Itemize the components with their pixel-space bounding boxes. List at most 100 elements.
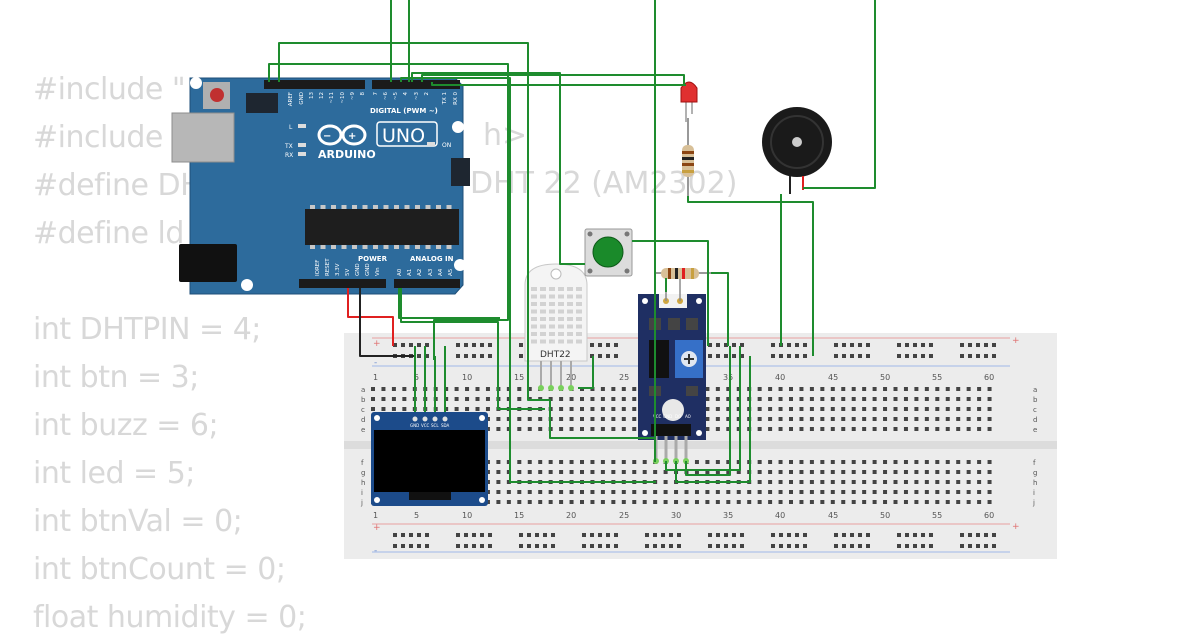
arduino-uno[interactable]: − + UNO ARDUINO DIGITAL (PWM ~) POWER AN…: [171, 77, 470, 295]
pin-label: ~11: [329, 92, 335, 104]
breadboard-hole: [799, 500, 804, 504]
rail-hole: [834, 533, 838, 537]
breadboard-hole: [569, 417, 574, 421]
rail-hole: [795, 343, 799, 347]
chip-pin: [446, 205, 452, 209]
breadboard-hole: [674, 500, 679, 504]
breadboard-hole: [506, 490, 511, 494]
dht22-vent: [576, 294, 582, 299]
breadboard-hole: [496, 470, 501, 474]
chip-pin: [383, 205, 389, 209]
wire: [687, 196, 814, 356]
rail-hole: [472, 354, 476, 358]
breadboard-hole: [736, 427, 741, 431]
breadboard-hole: [841, 387, 846, 391]
breadboard-hole: [684, 500, 689, 504]
breadboard-hole: [966, 407, 971, 411]
resistor-band: [682, 151, 694, 154]
breadboard-hole: [768, 490, 773, 494]
rail-hole: [858, 533, 862, 537]
breadboard-hole: [924, 460, 929, 464]
dht22-vent: [558, 309, 564, 314]
dht22-vent: [549, 324, 555, 329]
wire-5v: [347, 288, 394, 346]
wire: [632, 240, 709, 346]
code-line: int DHTPIN = 4;: [33, 312, 261, 347]
dht22-vent: [558, 294, 564, 299]
breadboard-hole: [809, 387, 814, 391]
rail-hole: [968, 533, 972, 537]
rail-hole: [897, 544, 901, 548]
rail-hole: [834, 544, 838, 548]
rail-hole: [669, 544, 673, 548]
breadboard-hole: [977, 407, 982, 411]
rail-hole: [842, 343, 846, 347]
breadboard-hole: [851, 387, 856, 391]
row-letter: f: [361, 459, 364, 467]
breadboard-hole: [381, 407, 386, 411]
rail-hole: [598, 533, 602, 537]
breadboard-hole: [883, 407, 888, 411]
rail-hole: [598, 354, 602, 358]
rail-hole: [480, 533, 484, 537]
oled-display[interactable]: GND VCC SCL SDA: [371, 412, 488, 506]
pin-label: 8: [360, 92, 366, 96]
breadboard-hole: [663, 490, 668, 494]
push-button-cap[interactable]: [592, 236, 624, 268]
column-number: 5: [414, 373, 419, 382]
breadboard-hole: [966, 427, 971, 431]
breadboard-hole: [830, 407, 835, 411]
buzzer[interactable]: [762, 107, 832, 194]
push-button[interactable]: [584, 228, 633, 277]
ldr-ic: [649, 340, 669, 378]
code-line: int btnVal = 0;: [33, 504, 243, 539]
breadboard-hole: [527, 427, 532, 431]
rail-hole: [850, 354, 854, 358]
breadboard-hole: [757, 480, 762, 484]
rail-hole: [992, 354, 996, 358]
rail-hole: [771, 544, 775, 548]
reset-button[interactable]: [210, 88, 224, 102]
red-led[interactable]: [680, 81, 698, 122]
breadboard-hole: [883, 387, 888, 391]
breadboard-hole: [799, 470, 804, 474]
breadboard-hole: [862, 387, 867, 391]
rail-hole: [779, 544, 783, 548]
breadboard-hole: [621, 387, 626, 391]
ldr-sensor-module[interactable]: VCC GND DO AO: [638, 278, 706, 464]
breadboard-hole: [883, 500, 888, 504]
breadboard-hole: [590, 397, 595, 401]
mount-hole: [190, 77, 202, 89]
rail-hole: [425, 544, 429, 548]
wire: [400, 288, 545, 410]
breadboard-hole: [569, 500, 574, 504]
breadboard-hole: [841, 407, 846, 411]
breadboard-hole: [653, 470, 658, 474]
button-corner: [624, 231, 630, 237]
rail-hole: [472, 343, 476, 347]
breadboard-hole: [799, 480, 804, 484]
dht22-vent: [567, 302, 573, 306]
chip-pin: [310, 205, 315, 209]
breadboard-hole: [444, 387, 449, 391]
rail-hole: [976, 533, 980, 537]
dht22-vent: [540, 309, 546, 314]
tx-label: TX: [284, 143, 293, 150]
breadboard-hole: [642, 500, 647, 504]
breadboard-hole: [402, 387, 407, 391]
breadboard-hole: [465, 397, 470, 401]
rail-hole: [582, 533, 586, 537]
resistor-band: [675, 268, 678, 279]
breadboard-hole: [851, 427, 856, 431]
dht22-label: DHT22: [540, 350, 571, 360]
breadboard-hole: [841, 470, 846, 474]
breadboard-hole: [987, 397, 992, 401]
code-line: float humidity = 0;: [33, 600, 307, 635]
code-line: int btn = 3;: [33, 360, 199, 395]
dht22-vent: [567, 317, 573, 321]
dht22-sensor[interactable]: DHT22: [524, 263, 588, 391]
breadboard-hole: [590, 460, 595, 464]
breadboard-hole: [830, 500, 835, 504]
breadboard-hole: [872, 480, 877, 484]
